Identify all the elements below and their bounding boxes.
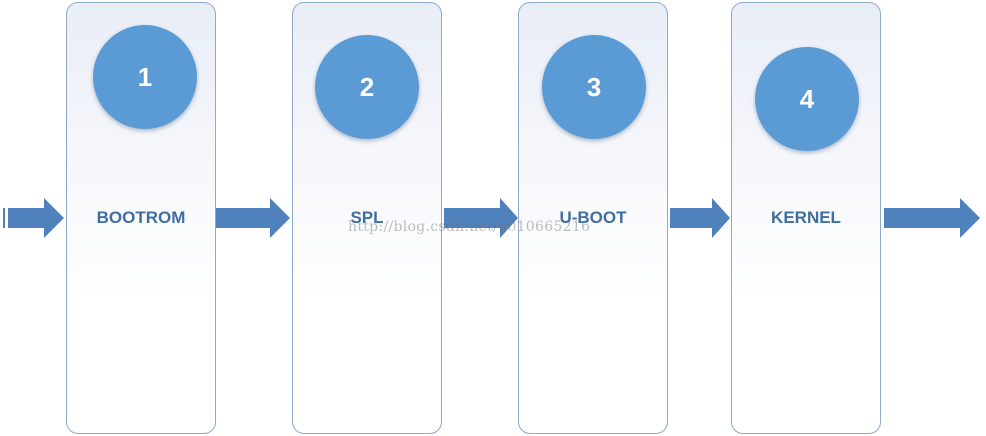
stage-label: U-BOOT xyxy=(559,208,627,227)
stage-kernel: 4 KERNEL xyxy=(731,2,881,434)
flow-arrow-in-tick xyxy=(3,208,5,228)
stage-spl: 2 SPL xyxy=(292,2,442,434)
stage-number-badge: 3 xyxy=(542,35,646,139)
flow-arrow-3-4 xyxy=(670,198,730,238)
stage-number-badge: 4 xyxy=(755,47,859,151)
flow-arrow-in xyxy=(8,198,64,238)
stage-label: KERNEL xyxy=(771,208,841,227)
flow-arrow-2-3 xyxy=(444,198,518,238)
flow-arrow-out xyxy=(884,198,980,238)
stage-label: BOOTROM xyxy=(96,208,186,227)
stage-label: SPL xyxy=(350,208,384,227)
watermark-text: http://blog.csdn.net/u010665216 xyxy=(348,219,591,235)
stage-number-badge: 2 xyxy=(315,35,419,139)
stage-number-badge: 1 xyxy=(93,25,197,129)
flow-arrow-1-2 xyxy=(196,198,290,238)
stage-u-boot: 3 U-BOOT xyxy=(518,2,668,434)
stage-bootrom: 1 BOOTROM xyxy=(66,2,216,434)
